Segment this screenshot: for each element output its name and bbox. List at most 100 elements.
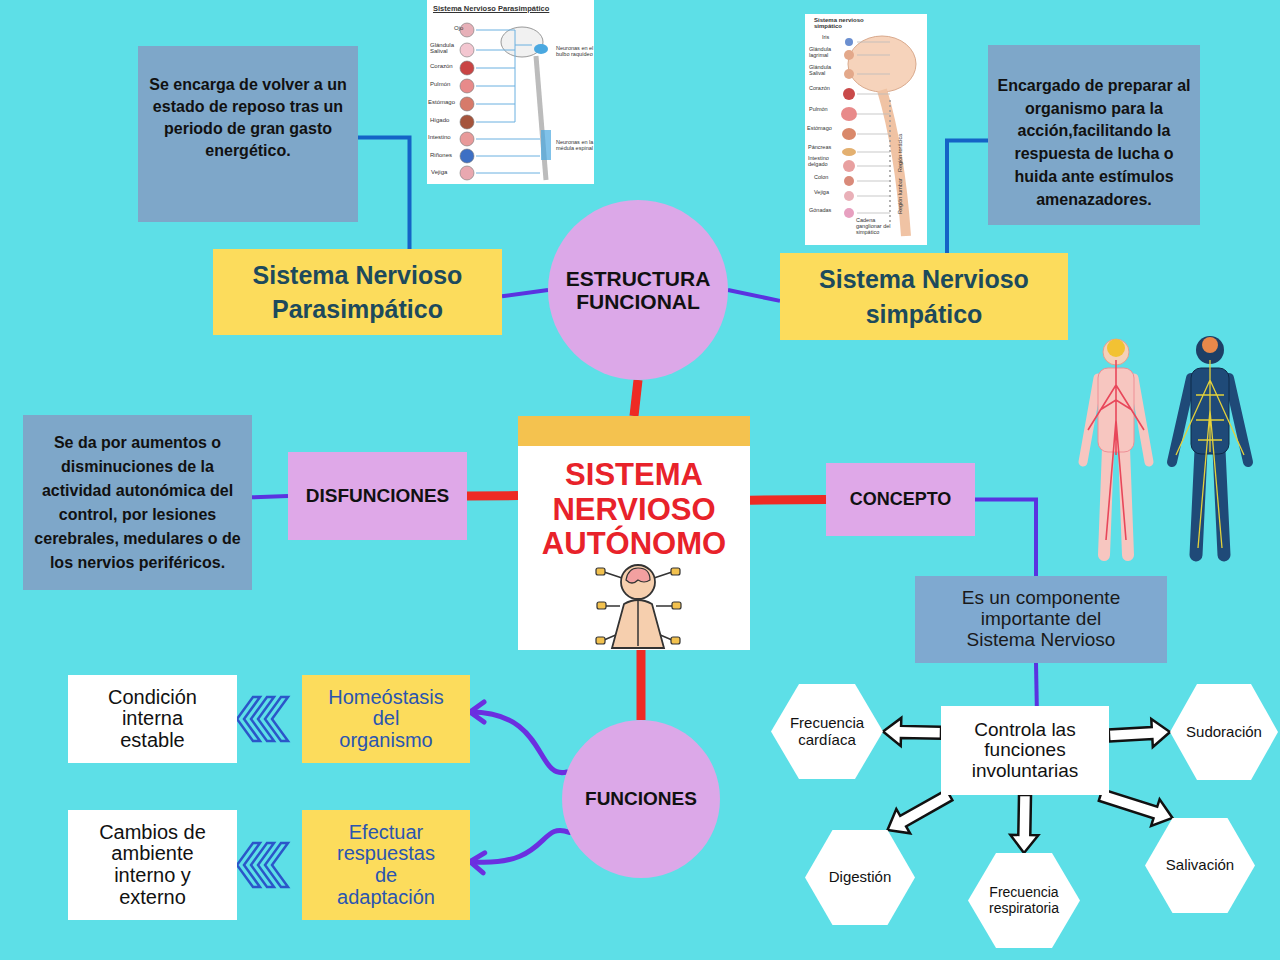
illustration-label: Colon <box>814 175 844 181</box>
organ-icon <box>844 50 854 60</box>
image-panel <box>427 0 594 184</box>
illustration-label: Región lumbar <box>898 168 904 214</box>
illustration-label: Gónadas <box>809 208 843 214</box>
connector <box>888 790 953 834</box>
hexagon-shape <box>771 684 883 779</box>
organ-icon <box>460 115 474 129</box>
function-hexagon: Frecuencia respiratoria <box>968 853 1080 948</box>
figure-arms <box>1083 378 1149 462</box>
function-hexagon: Frecuencia cardíaca <box>771 684 883 779</box>
brainstem-mark <box>534 44 548 54</box>
organ-icon <box>460 43 474 57</box>
function-hexagon: Sudoración <box>1170 684 1278 780</box>
hexagon-shape <box>805 830 915 925</box>
connector <box>947 140 988 253</box>
connector-line <box>1034 663 1039 706</box>
function-box: Efectuar respuestas de adaptación <box>302 810 470 920</box>
node-text: Sistema Nervioso simpático <box>790 262 1058 331</box>
illustration-label: Glándula Salival <box>430 42 462 55</box>
human-figure-pink <box>1083 339 1149 555</box>
hollow-arrow <box>1109 719 1170 747</box>
organ-icon <box>843 160 855 172</box>
image-panel <box>805 14 927 245</box>
circle-shape <box>562 720 720 878</box>
ganglion-chain <box>889 100 891 222</box>
node-text: Se da por aumentos o disminuciones de la… <box>29 431 246 575</box>
node-text: Efectuar respuestas de adaptación <box>328 822 444 908</box>
figure-legs <box>1196 450 1224 555</box>
connector <box>358 138 410 250</box>
connector <box>1036 663 1038 706</box>
hollow-arrow <box>1010 795 1038 853</box>
figure-nerves <box>1176 360 1244 548</box>
illustration-label: Pulmón <box>430 81 462 87</box>
connector <box>502 290 548 296</box>
category-circle: ESTRUCTURA FUNCIONAL <box>548 200 728 380</box>
hollow-arrow <box>888 790 953 834</box>
illustration-label: Neuronas en la médula espinal <box>556 140 594 152</box>
node-text: CONCEPTO <box>850 490 952 510</box>
illustration-label: Hígado <box>430 117 462 123</box>
organ-icon <box>845 38 853 46</box>
node-text: Se encarga de volver a un estado de repo… <box>148 74 348 162</box>
figure-brain <box>1202 337 1218 353</box>
illustration-label: Intestino <box>428 134 462 140</box>
organ-icon <box>842 128 856 140</box>
hollow-arrow <box>1099 789 1173 826</box>
sympathetic-illustration <box>805 14 927 245</box>
hollow-arrow <box>883 718 941 746</box>
subsystem-box: Sistema Nervioso simpático <box>780 253 1068 340</box>
illustration-label: Estómago <box>428 99 462 105</box>
node-text: Controla las funciones involuntarias <box>949 720 1101 782</box>
spinal-cord <box>882 90 906 236</box>
connector-line <box>358 138 410 250</box>
connector <box>470 702 567 773</box>
brain-outline <box>848 36 916 92</box>
illustration-label: Sistema Nervioso Parasimpático <box>433 5 563 13</box>
connector-line <box>975 500 1036 577</box>
organ-icon <box>844 69 854 79</box>
illustration-label: Estómago <box>807 126 843 132</box>
illustration-label: Pulmón <box>809 107 843 113</box>
connector <box>1010 795 1038 853</box>
concept-box: Es un componente importante del Sistema … <box>915 576 1167 663</box>
organ-icon <box>844 191 854 201</box>
subsystem-box: Sistema Nervioso Parasimpático <box>213 249 502 335</box>
illustration-label: Vejiga <box>431 169 463 175</box>
concept-box: Controla las funciones involuntarias <box>941 706 1109 795</box>
detail-box: Condición interna estable <box>68 675 237 763</box>
connector-line <box>252 496 288 497</box>
node-text: Es un componente importante del Sistema … <box>950 588 1132 651</box>
connector-line <box>637 650 646 720</box>
illustration-label: Intestino delgado <box>808 156 842 168</box>
illustration-label: Neuronas en el bulbo raquídeo <box>556 46 594 58</box>
sacral-mark <box>541 130 551 160</box>
hexagon-shape <box>968 853 1080 948</box>
connector-line <box>750 495 826 505</box>
illustration-label: Sistema nervioso simpático <box>814 17 886 30</box>
connector <box>883 718 941 746</box>
connector <box>975 500 1036 577</box>
chevron-arrow <box>265 697 288 741</box>
figure-brain <box>1107 339 1125 357</box>
node-text: FUNCIONES <box>585 789 697 810</box>
nerve-lines <box>857 42 890 213</box>
node-text: Homeóstasis del organismo <box>324 687 448 752</box>
human-figure-blue <box>1172 336 1248 555</box>
category-box: DISFUNCIONES <box>288 452 467 540</box>
connector <box>470 830 569 872</box>
illustration-label: Ojo <box>454 25 484 31</box>
parasympathetic-illustration <box>427 0 594 184</box>
illustration-label: Corazón <box>809 86 843 92</box>
function-hexagon: Digestión <box>805 830 915 925</box>
node-text: SISTEMA NERVIOSO AUTÓNOMO <box>522 458 746 562</box>
brain-outline <box>501 27 543 57</box>
connector <box>1109 719 1170 747</box>
description-box: Se encarga de volver a un estado de repo… <box>138 46 358 222</box>
connector <box>728 290 780 301</box>
central-topic: SISTEMA NERVIOSO AUTÓNOMO <box>518 416 750 650</box>
connector <box>237 697 288 741</box>
connector <box>237 843 288 887</box>
connector <box>750 499 826 501</box>
